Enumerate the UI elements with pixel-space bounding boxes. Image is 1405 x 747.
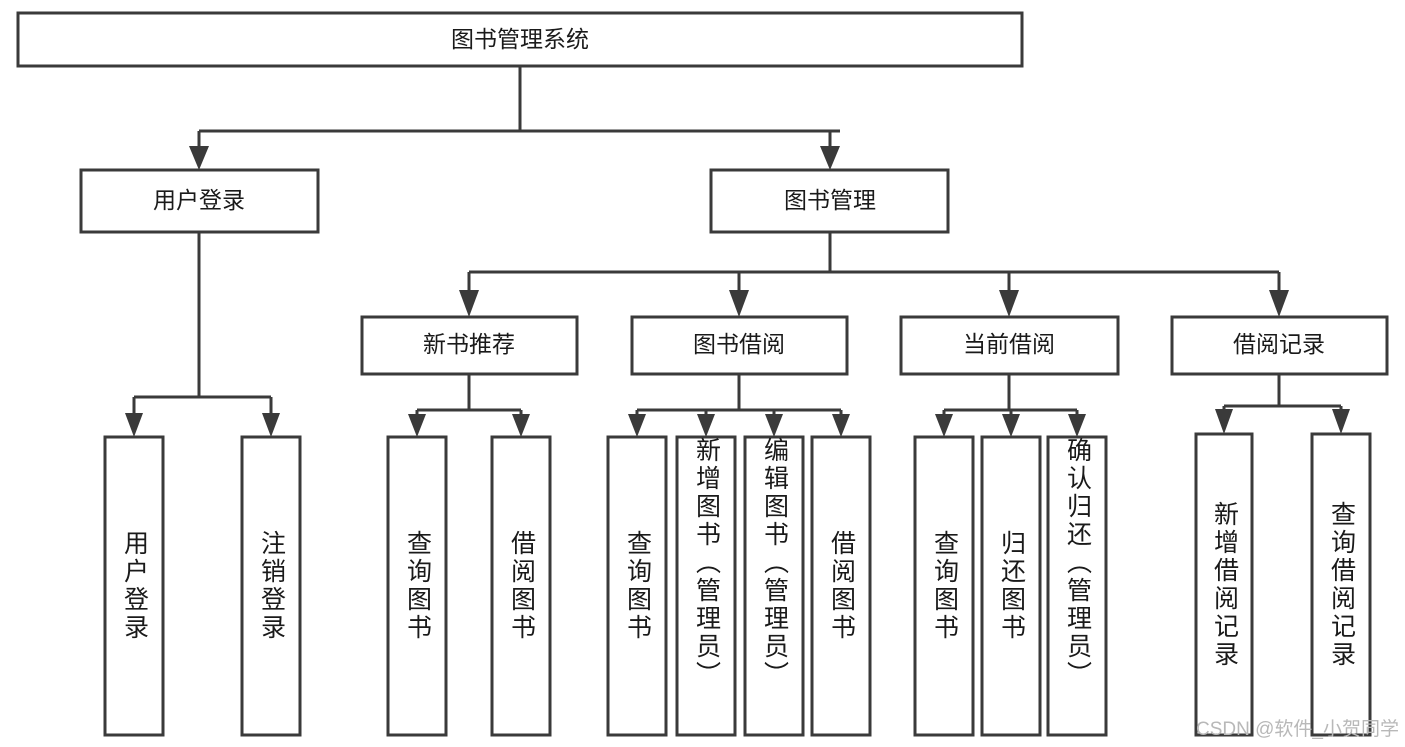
node-new-book-recommend[interactable]: 新书推荐 [360,315,579,376]
leaf-box-book-borrow-0[interactable] [606,435,668,737]
connector-currentborrow-to-leaves [935,374,1086,437]
node-borrow-record[interactable]: 借阅记录 [1170,315,1389,376]
node-new-book-recommend-label: 新书推荐 [423,331,515,357]
node-root-label: 图书管理系统 [451,26,589,52]
node-user-login-label: 用户登录 [153,187,245,213]
leaf-box-book-borrow-1[interactable] [675,435,737,737]
leaf-boxes-current-borrow [913,435,1108,737]
node-user-login[interactable]: 用户登录 [79,168,320,234]
watermark: CSDN @软件_小贺同学 [1196,719,1399,740]
node-current-borrow[interactable]: 当前借阅 [899,315,1120,376]
leaf-boxes-borrow-record [1194,432,1372,737]
leaf-box-current-borrow-2[interactable] [1046,435,1108,737]
leaf-box-current-borrow-1[interactable] [980,435,1042,737]
leaf-boxes-user-login [103,435,302,737]
leaf-box-new-book-0[interactable] [386,435,448,737]
leaf-box-book-borrow-2[interactable] [743,435,805,737]
leaf-box-borrow-record-1[interactable] [1310,432,1372,737]
node-borrow-record-label: 借阅记录 [1233,331,1325,357]
leaf-box-new-book-1[interactable] [490,435,552,737]
connector-userlogin-to-leaves [125,232,280,437]
leaf-boxes-new-book-recommend [386,435,552,737]
leaf-boxes-book-borrow [606,435,872,737]
connector-root-to-level2 [189,66,840,170]
leaf-box-current-borrow-0[interactable] [913,435,975,737]
node-book-management[interactable]: 图书管理 [709,168,950,234]
connector-borrowrecord-to-leaves [1215,374,1350,434]
connector-bookmgmt-to-level3 [459,232,1289,317]
leaf-box-user-login-1[interactable] [240,435,302,737]
node-root[interactable]: 图书管理系统 [16,11,1024,68]
connector-bookborrow-to-leaves [628,374,850,437]
leaf-box-book-borrow-3[interactable] [810,435,872,737]
leaf-box-borrow-record-0[interactable] [1194,432,1254,737]
leaf-box-user-login-0[interactable] [103,435,165,737]
node-current-borrow-label: 当前借阅 [963,331,1055,357]
node-book-borrow-label: 图书借阅 [693,331,785,357]
node-book-management-label: 图书管理 [784,187,876,213]
connector-newbook-to-leaves [408,374,530,437]
node-book-borrow[interactable]: 图书借阅 [630,315,849,376]
